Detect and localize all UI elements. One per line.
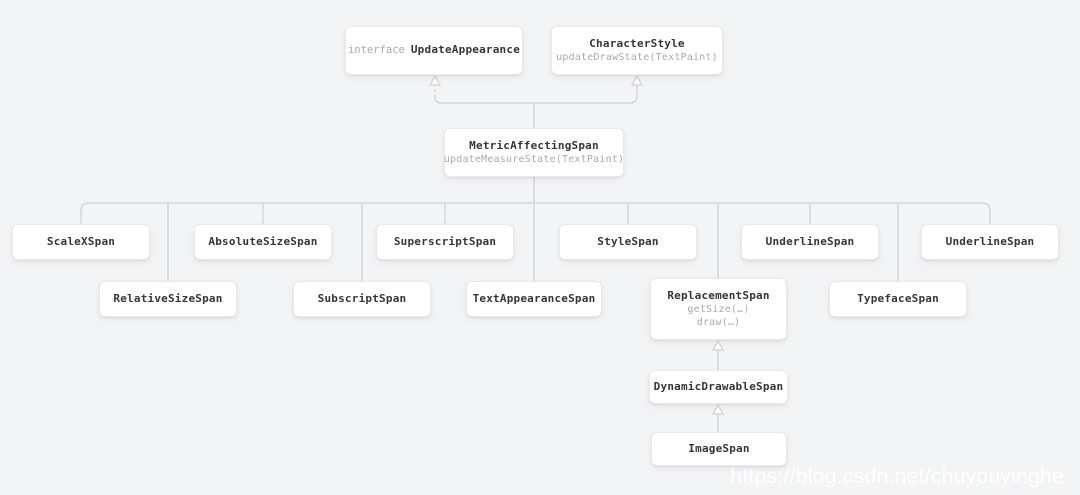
method-signature: draw(…)	[696, 317, 741, 329]
class-name: UnderlineSpan	[765, 234, 855, 248]
class-name: SubscriptSpan	[317, 291, 407, 305]
class-name: ScaleXSpan	[46, 234, 116, 248]
class-title: interface UpdateAppearance	[348, 43, 520, 58]
class-title: DynamicDrawableSpan	[654, 380, 784, 394]
method-signature: getSize(…)	[687, 304, 750, 316]
class-title: RelativeSizeSpan	[113, 292, 222, 306]
class-title: TypefaceSpan	[857, 292, 939, 306]
node-underline-span-2: UnderlineSpan	[921, 224, 1059, 260]
arrowhead-dynamic-drawable	[711, 403, 725, 415]
node-relative-size-span: RelativeSizeSpan	[99, 281, 237, 317]
class-title: SubscriptSpan	[318, 292, 407, 306]
node-underline-span-1: UnderlineSpan	[741, 224, 879, 260]
class-name: TypefaceSpan	[857, 291, 939, 305]
interface-keyword: interface	[347, 44, 405, 57]
class-title: UnderlineSpan	[766, 235, 855, 249]
edge-bus	[80, 202, 991, 224]
class-name: MetricAffectingSpan	[469, 138, 599, 152]
arrowhead-update-appearance	[428, 74, 442, 86]
node-style-span: StyleSpan	[559, 224, 697, 260]
node-typeface-span: TypefaceSpan	[829, 281, 967, 317]
class-title: SuperscriptSpan	[394, 235, 496, 249]
class-name: ImageSpan	[688, 441, 750, 455]
class-title: StyleSpan	[597, 235, 658, 249]
class-title: AbsoluteSizeSpan	[208, 235, 317, 249]
class-name: UpdateAppearance	[410, 43, 521, 57]
class-title: MetricAffectingSpan	[469, 139, 599, 153]
node-text-appearance-span: TextAppearanceSpan	[466, 281, 602, 317]
node-dynamic-drawable-span: DynamicDrawableSpan	[649, 370, 788, 404]
node-character-style: CharacterStyle updateDrawState(TextPaint)	[551, 26, 723, 75]
class-name: ReplacementSpan	[667, 288, 770, 302]
node-absolute-size-span: AbsoluteSizeSpan	[194, 224, 332, 260]
node-scale-x-span: ScaleXSpan	[12, 224, 150, 260]
class-name: CharacterStyle	[589, 36, 685, 50]
class-name: RelativeSizeSpan	[113, 291, 223, 305]
class-title: ImageSpan	[688, 442, 749, 456]
node-subscript-span: SubscriptSpan	[293, 281, 431, 317]
class-title: ReplacementSpan	[667, 289, 769, 303]
class-name: AbsoluteSizeSpan	[208, 234, 318, 248]
class-title: UnderlineSpan	[946, 235, 1035, 249]
node-superscript-span: SuperscriptSpan	[376, 224, 514, 260]
class-title: TextAppearanceSpan	[473, 292, 596, 306]
class-name: TextAppearanceSpan	[472, 291, 596, 305]
class-name: DynamicDrawableSpan	[653, 379, 784, 393]
arrowhead-replacement-span	[711, 339, 725, 351]
class-name: UnderlineSpan	[945, 234, 1035, 248]
class-title: ScaleXSpan	[47, 235, 115, 249]
node-image-span: ImageSpan	[651, 432, 787, 466]
node-metric-affecting-span: MetricAffectingSpan updateMeasureState(Te…	[444, 128, 624, 177]
arrowhead-character-style	[630, 74, 644, 86]
class-name: SuperscriptSpan	[393, 234, 497, 248]
method-signature: updateDrawState(TextPaint)	[556, 52, 718, 64]
node-update-appearance: interface UpdateAppearance	[345, 26, 523, 75]
method-signature: updateMeasureState(TextPaint)	[443, 154, 625, 166]
class-title: CharacterStyle	[589, 37, 685, 51]
edge-extends-character-style	[434, 85, 638, 104]
class-name: StyleSpan	[597, 234, 659, 248]
